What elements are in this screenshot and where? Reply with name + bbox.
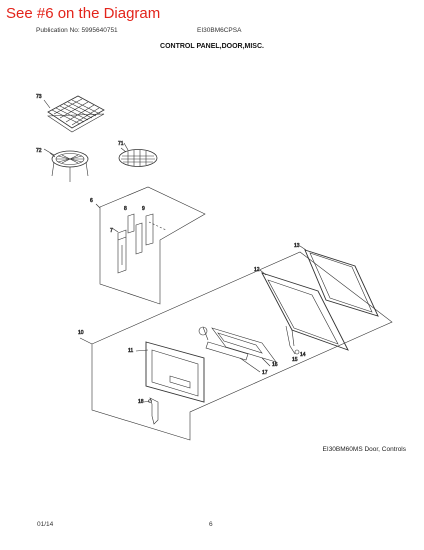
part-11-outer-door-frame [145, 341, 205, 403]
part-17-control-board [198, 326, 277, 363]
part-14-door-hinge [285, 325, 300, 355]
callout-10: 10 [78, 330, 84, 336]
callout-11: 11 [128, 348, 133, 354]
callout-13: 13 [294, 243, 300, 249]
callout-9: 9 [142, 206, 145, 212]
footer-date: 01/14 [37, 521, 54, 528]
callout-16: 16 [272, 362, 278, 368]
diagram-reference-note: See #6 on the Diagram [6, 5, 161, 22]
part-13-door-gasket [304, 249, 379, 317]
callout-8: 8 [124, 206, 127, 212]
figure-caption: EI30BM60MS Door, Controls [322, 446, 406, 453]
callout-15: 15 [292, 357, 298, 363]
callout-71: 71 [118, 141, 124, 147]
part-72-round-rack [49, 150, 89, 182]
callout-7: 7 [110, 228, 113, 234]
callout-17: 17 [262, 370, 268, 376]
model-number: EI30BM6CPSA [197, 27, 242, 34]
callout-12: 12 [254, 267, 260, 273]
callout-6: 6 [90, 198, 93, 204]
part-18-door-handle [148, 397, 159, 425]
page-number: 6 [209, 521, 213, 528]
callout-14: 14 [300, 352, 306, 358]
callout-18: 18 [138, 399, 144, 405]
part-73-oven-rack [43, 95, 105, 133]
part-12-inner-door-panel [261, 272, 349, 351]
part-71-round-grill [118, 147, 158, 167]
publication-number: Publication No: 5995640751 [36, 27, 118, 34]
callout-72: 72 [36, 148, 42, 154]
part-10-door-assembly-group [79, 251, 393, 441]
callout-73: 73 [36, 94, 42, 100]
section-title: CONTROL PANEL,DOOR,MISC. [160, 43, 264, 50]
part-6-control-bracket-group [95, 186, 206, 305]
